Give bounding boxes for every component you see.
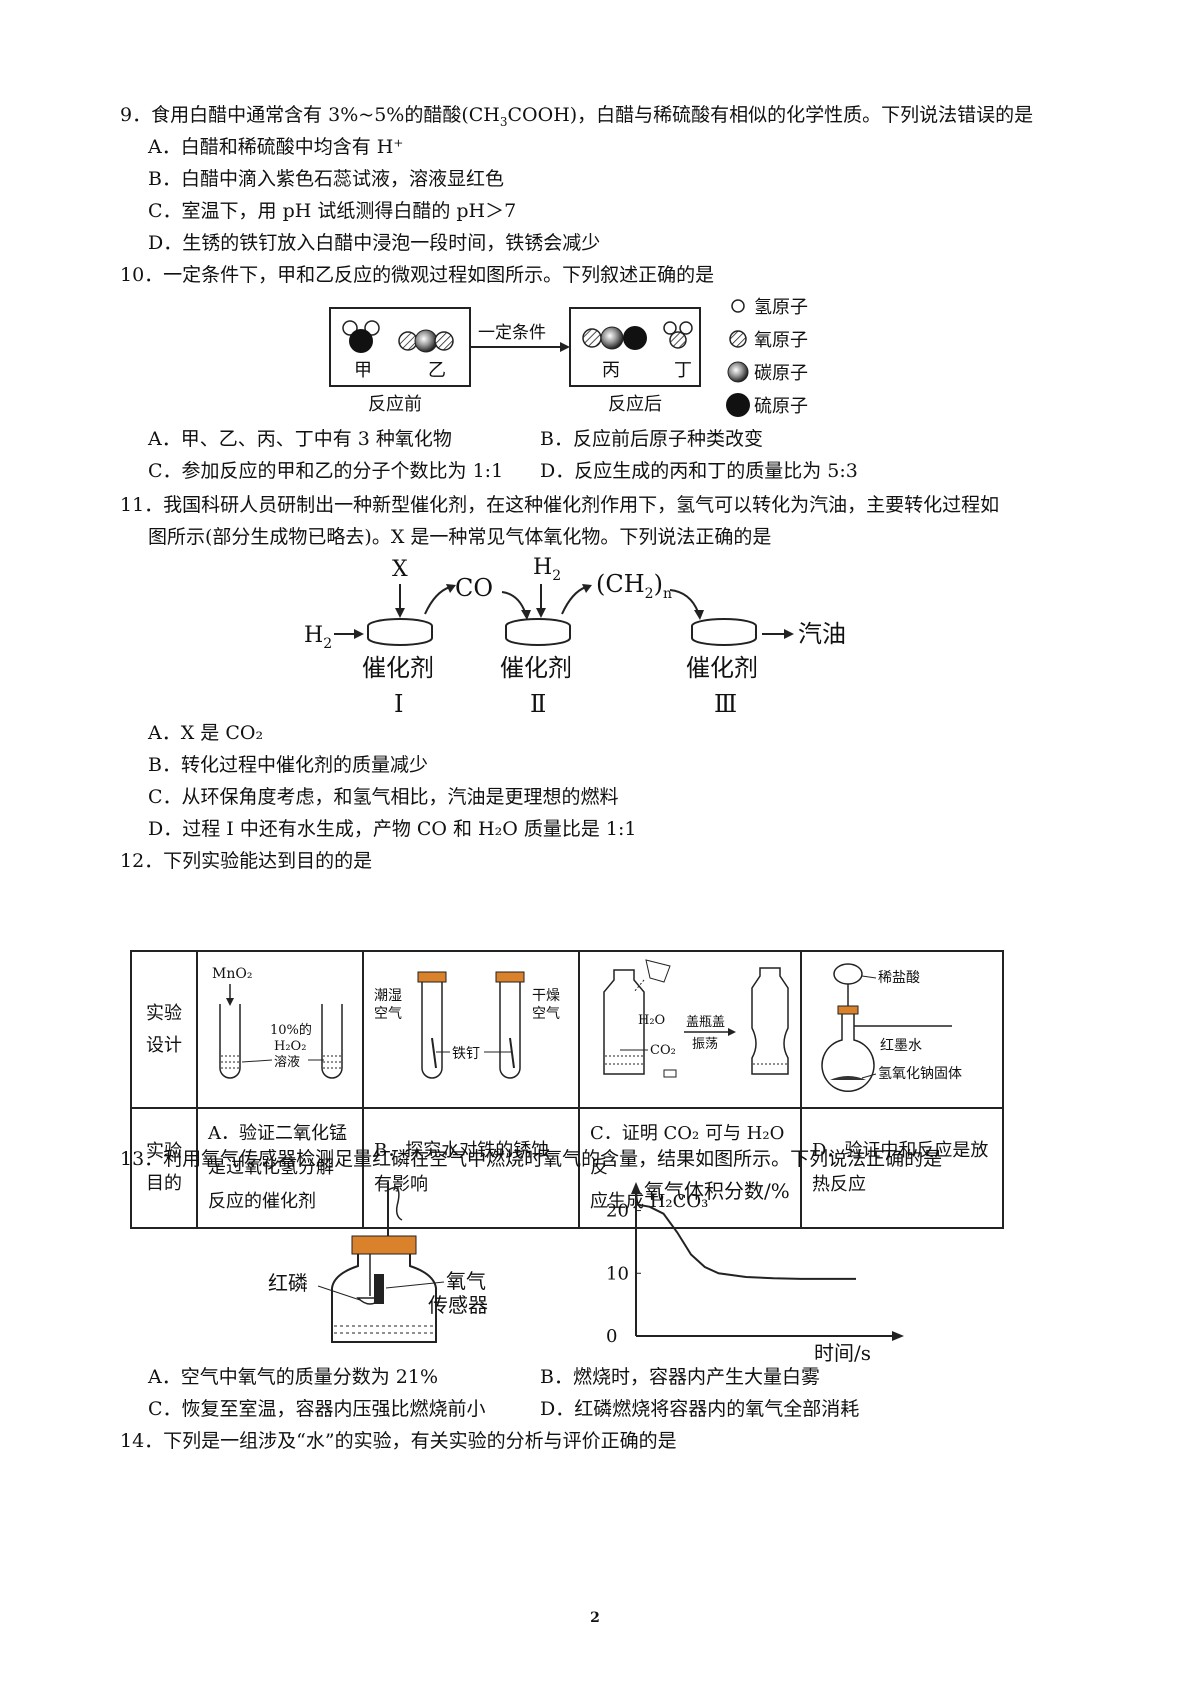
svg-text:溶液: 溶液	[274, 1055, 300, 1070]
svg-text:空气: 空气	[374, 1006, 402, 1022]
q9-option-c: C．室温下，用 pH 试纸测得白醋的 pH＞7	[148, 200, 517, 222]
ch2n-label: (CH2)n	[596, 570, 672, 602]
q11-process-diagram: X CO H2 (CH2)n H2 汽油 催化剂 催化剂 催化剂 Ⅰ Ⅱ Ⅲ	[304, 555, 846, 718]
gasoline-label: 汽油	[798, 620, 846, 648]
goal-d: D．验证中和反应是放热反应	[800, 1107, 1004, 1229]
svg-text:空气: 空气	[532, 1006, 560, 1022]
y-tick-label: 20	[606, 1201, 629, 1222]
q13-apparatus: 红磷 氧气 传感器	[268, 1182, 488, 1343]
q13-oxygen-chart: 氧气体积分数/% 时间/s 20 10 0	[606, 1179, 904, 1365]
q10-reaction-diagram: 甲 乙 反应前 一定条件 丙 丁 反应后 氢原子 氧原子 碳原子 硫原子	[329, 297, 808, 417]
phosphorus-label: 红磷	[268, 1271, 308, 1295]
q9-option-a: A．白醋和稀硫酸中均含有 H⁺	[148, 136, 404, 158]
sensor-label-1: 氧气	[446, 1269, 486, 1293]
h2-input-label: H2	[304, 623, 332, 652]
label-jia: 甲	[354, 360, 372, 381]
y-tick-label: 10	[606, 1263, 629, 1284]
co-label: CO	[455, 574, 493, 602]
label-ding: 丁	[674, 360, 692, 381]
svg-text:H₂O: H₂O	[638, 1013, 665, 1028]
h2-label: H2	[533, 555, 561, 584]
svg-text:10%的: 10%的	[270, 1022, 312, 1038]
catalyst-1	[367, 618, 433, 646]
q10-option-c: C．参加反应的甲和乙的分子个数比为 1:1	[148, 460, 504, 482]
q12-experiment-table: 实验设计 MnO₂ 10%的 H₂O₂ 溶液	[130, 950, 1004, 1229]
catalyst-1-label: 催化剂	[362, 654, 434, 682]
molecule-yi	[398, 329, 454, 353]
svg-text:振荡: 振荡	[692, 1037, 718, 1052]
sensor-label-2: 传感器	[428, 1293, 488, 1317]
cell-design-b: 潮湿 空气 干燥 空气 铁钉	[362, 950, 580, 1109]
q11-option-c: C．从环保角度考虑，和氢气相比，汽油是更理想的燃料	[148, 786, 619, 808]
q9-stem: 9．食用白醋中通常含有 3%~5%的醋酸(CH3COOH)，白醋与稀硫酸有相似的…	[120, 104, 1034, 129]
q14-stem: 14．下列是一组涉及“水”的实验，有关实验的分析与评价正确的是	[120, 1430, 677, 1452]
q9-option-d: D．生锈的铁钉放入白醋中浸泡一段时间，铁锈会减少	[148, 232, 601, 254]
q13-option-d: D．红磷燃烧将容器内的氧气全部消耗	[540, 1398, 860, 1420]
catalyst-3-label: 催化剂	[686, 654, 758, 682]
label-bing: 丙	[602, 360, 620, 381]
arrow-label: 一定条件	[478, 323, 546, 343]
catalyst-2-label: 催化剂	[500, 654, 572, 682]
q10-stem: 10．一定条件下，甲和乙反应的微观过程如图所示。下列叙述正确的是	[120, 264, 715, 286]
q11-option-d: D．过程 I 中还有水生成，产物 CO 和 H₂O 质量比是 1:1	[148, 818, 637, 840]
q9-option-b: B．白醋中滴入紫色石蕊试液，溶液显红色	[148, 168, 504, 190]
svg-text:氢氧化钠固体: 氢氧化钠固体	[878, 1066, 962, 1082]
svg-text:H₂O₂: H₂O₂	[274, 1039, 306, 1054]
after-caption: 反应后	[608, 394, 662, 415]
svg-text:红墨水: 红墨水	[880, 1038, 922, 1054]
q12-stem: 12．下列实验能达到目的的是	[120, 850, 373, 872]
svg-text:MnO₂: MnO₂	[212, 966, 252, 982]
svg-text:CO₂: CO₂	[650, 1043, 676, 1058]
q11-option-a: A．X 是 CO₂	[148, 722, 264, 744]
legend-oxygen: 氧原子	[754, 330, 808, 351]
goal-a: A．验证二氧化锰是过氧化氢分解反应的催化剂	[196, 1107, 364, 1229]
svg-text:盖瓶盖: 盖瓶盖	[686, 1015, 725, 1030]
legend-sulfur: 硫原子	[754, 396, 808, 417]
y-axis-label: 氧气体积分数/%	[644, 1179, 790, 1203]
q13-option-a: A．空气中氧气的质量分数为 21%	[148, 1366, 438, 1388]
page-number: 2	[590, 1610, 600, 1626]
molecule-ding	[663, 321, 693, 349]
numeral-3: Ⅲ	[714, 690, 737, 718]
molecule-bing	[582, 326, 647, 350]
legend-hydrogen: 氢原子	[754, 297, 808, 318]
label-yi: 乙	[428, 360, 446, 381]
q10-option-b: B．反应前后原子种类改变	[540, 428, 763, 450]
row-header-design: 实验设计	[130, 950, 198, 1109]
q10-option-a: A．甲、乙、丙、丁中有 3 种氧化物	[148, 428, 452, 450]
goal-c: C．证明 CO₂ 可与 H₂O 反应生成 H₂CO₃	[578, 1107, 802, 1229]
x-axis-label: 时间/s	[814, 1341, 871, 1365]
numeral-1: Ⅰ	[394, 690, 403, 718]
before-caption: 反应前	[368, 394, 422, 415]
after-box	[569, 307, 701, 387]
svg-text:潮湿: 潮湿	[374, 988, 402, 1004]
goal-b: B．探究水对铁的锈蚀有影响	[362, 1107, 580, 1229]
q11-stem-line1: 11．我国科研人员研制出一种新型催化剂，在这种催化剂作用下，氢气可以转化为汽油，…	[120, 494, 1000, 516]
legend-carbon: 碳原子	[754, 363, 808, 384]
catalyst-2	[505, 618, 571, 646]
oxygen-curve	[635, 1203, 856, 1280]
cell-design-d: 稀盐酸 红墨水 氢氧化钠固体	[800, 950, 1004, 1109]
q13-stem: 13．利用氧气传感器检测足量红磷在空气中燃烧时氧气的含量，结果如图所示。下列说法…	[120, 1148, 943, 1170]
cell-design-a: MnO₂ 10%的 H₂O₂ 溶液	[196, 950, 364, 1109]
row-header-goal: 实验目的	[130, 1107, 198, 1229]
numeral-2: Ⅱ	[530, 690, 546, 718]
catalyst-3	[691, 618, 757, 646]
svg-text:铁钉: 铁钉	[452, 1046, 480, 1062]
svg-text:稀盐酸: 稀盐酸	[878, 970, 920, 986]
q13-option-b: B．燃烧时，容器内产生大量白雾	[540, 1366, 820, 1388]
q10-option-d: D．反应生成的丙和丁的质量比为 5:3	[540, 460, 858, 482]
cell-design-c: H₂O CO₂ 盖瓶盖 振荡	[578, 950, 802, 1109]
molecule-jia	[342, 320, 380, 353]
x-label: X	[392, 557, 408, 582]
svg-text:干燥: 干燥	[532, 988, 560, 1004]
q13-option-c: C．恢复至室温，容器内压强比燃烧前小	[148, 1398, 486, 1420]
q11-option-b: B．转化过程中催化剂的质量减少	[148, 754, 428, 776]
q11-stem-line2: 图所示(部分生成物已略去)。X 是一种常见气体氧化物。下列说法正确的是	[148, 526, 772, 548]
y-tick-label: 0	[606, 1326, 617, 1347]
